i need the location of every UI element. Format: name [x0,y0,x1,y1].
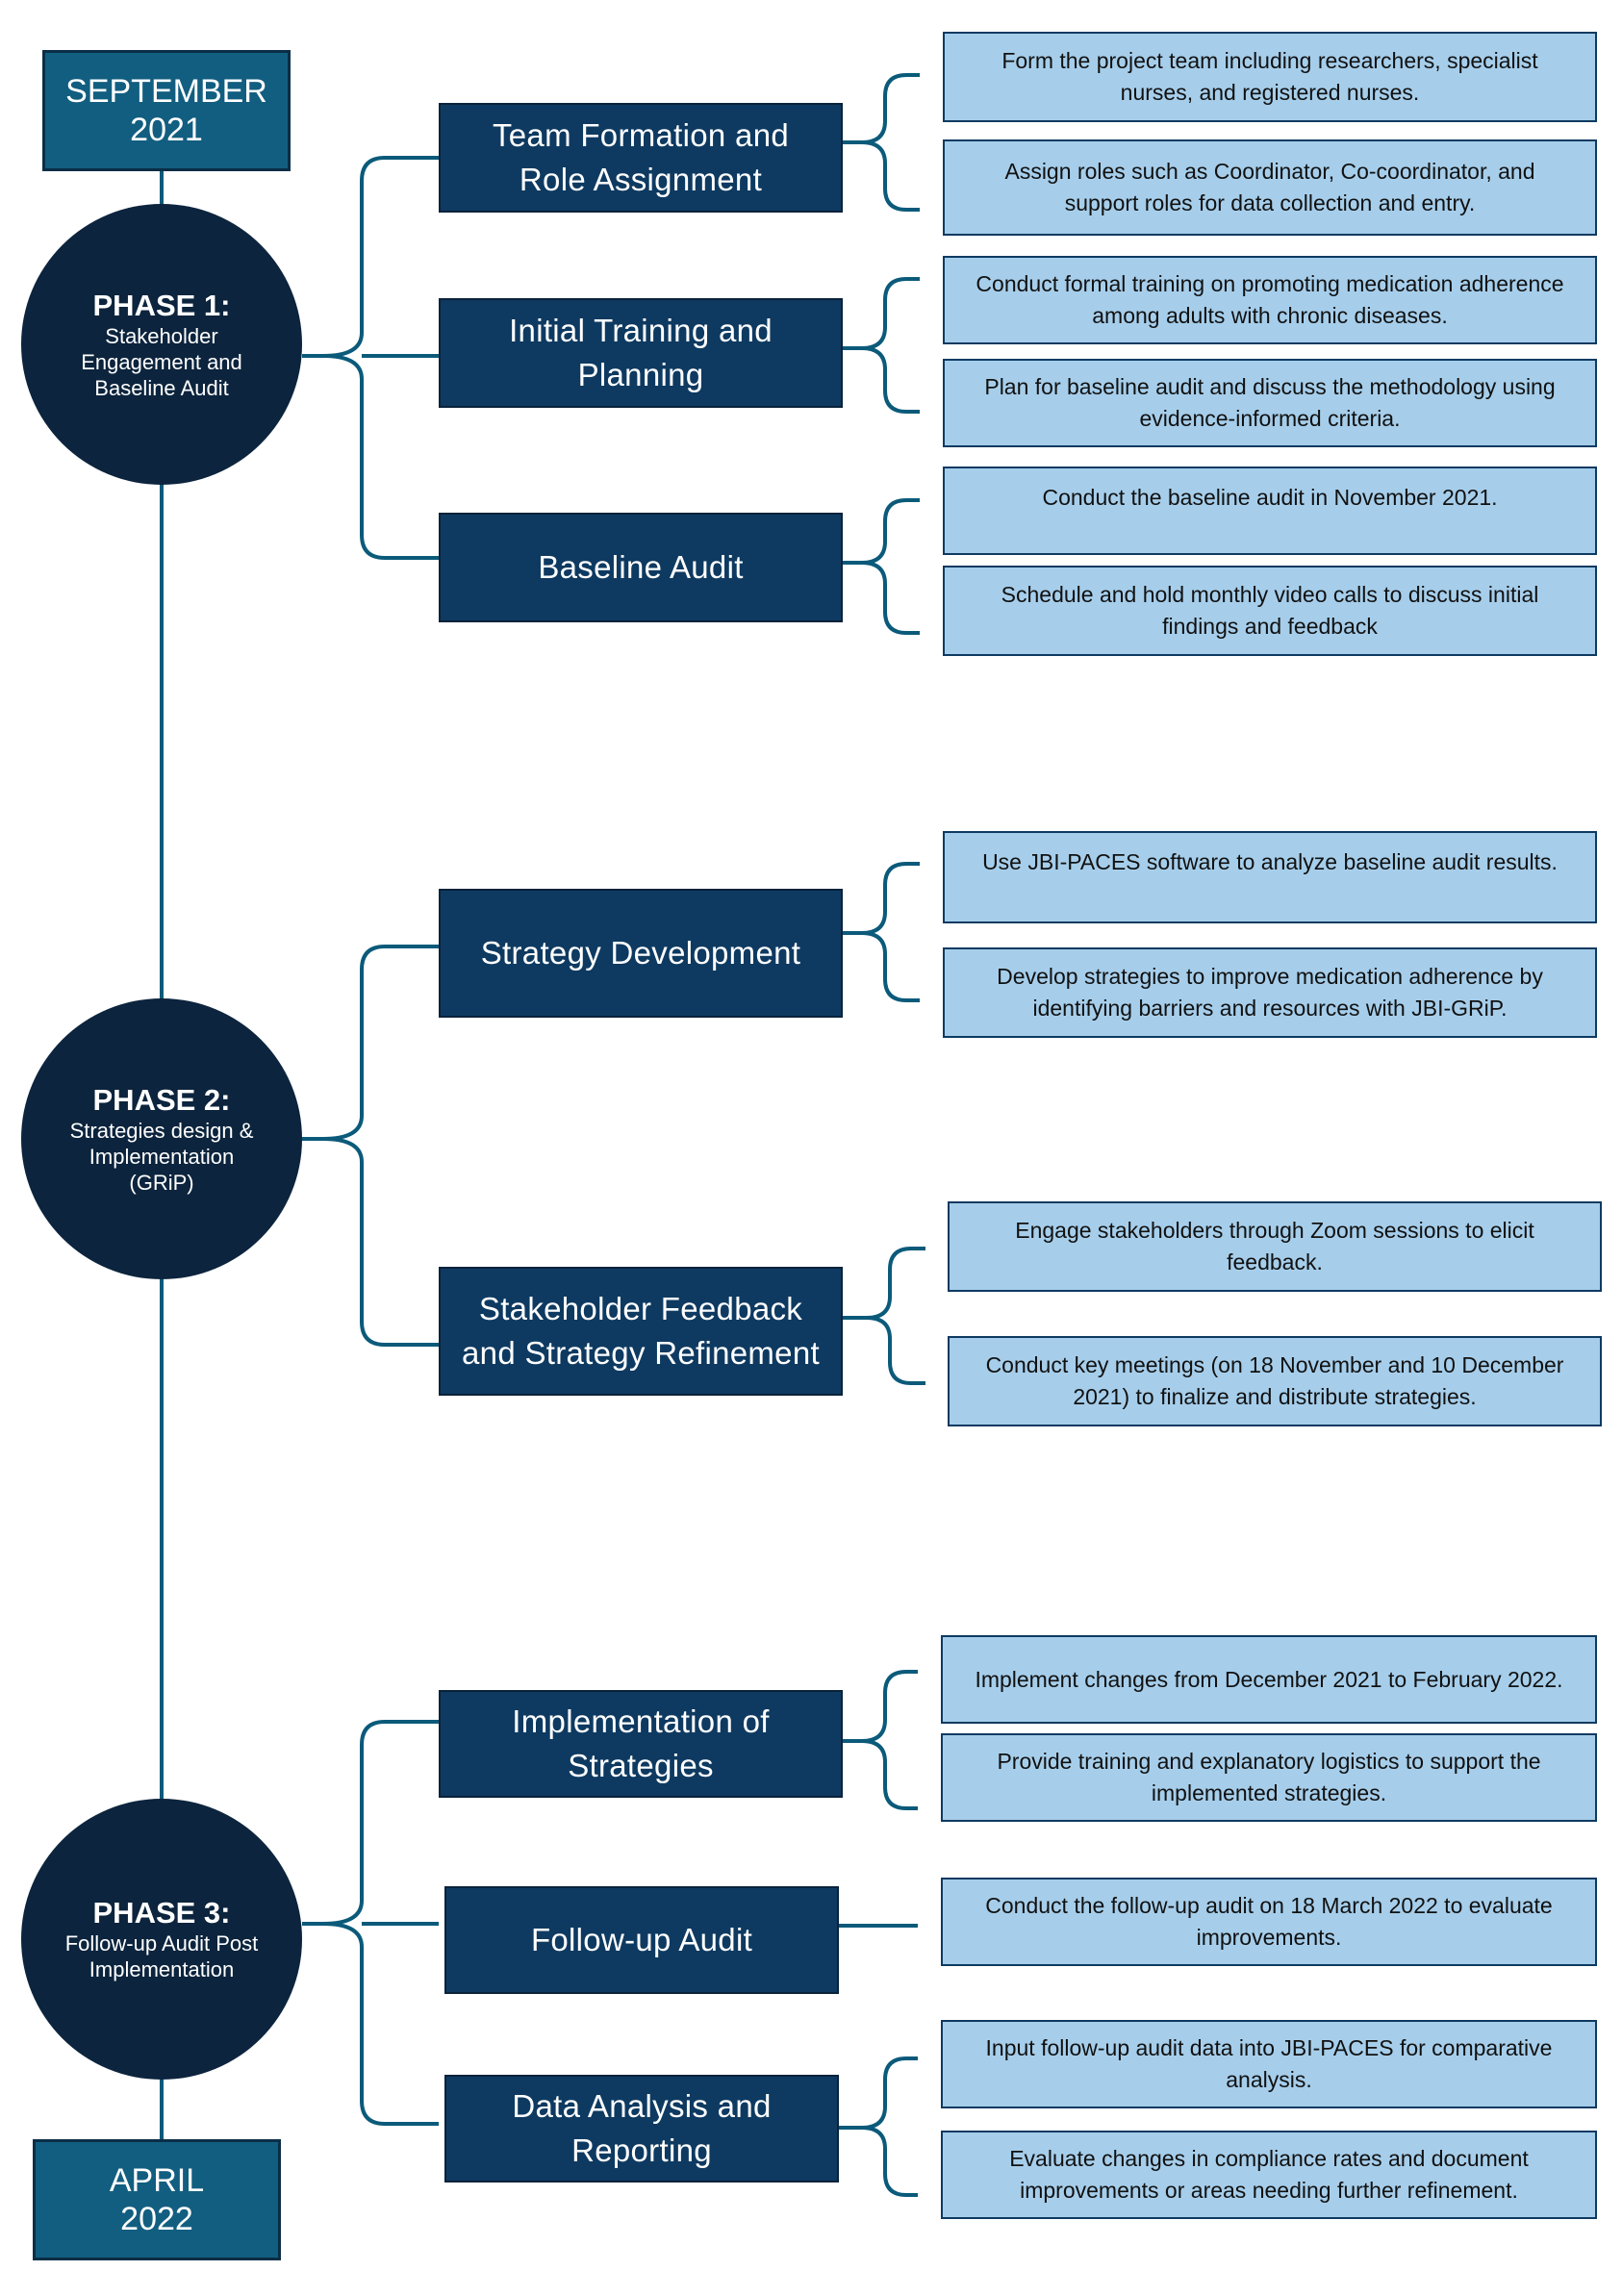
brace-stakeholder-feedback-lower [866,1316,925,1385]
task-follow-up-audit: Follow-up Audit [444,1886,839,1994]
task-implementation: Implementation of Strategies [439,1690,843,1798]
brace-stakeholder-feedback-upper [866,1247,925,1320]
brace-team-formation-lower [861,140,920,212]
phase-2-bracket-lower [322,1137,439,1347]
brace-implementation-lower [861,1739,918,1810]
detail-box: Implement changes from December 2021 to … [941,1635,1597,1724]
phase-3-subtitle: Follow-up Audit Post Implementation [64,1931,259,1981]
brace-strategy-development-lower [861,931,920,1002]
detail-box: Conduct key meetings (on 18 November and… [948,1336,1602,1426]
brace-data-analysis-lower [861,2126,918,2197]
detail-box: Assign roles such as Coordinator, Co-coo… [943,139,1597,236]
detail-box: Evaluate changes in compliance rates and… [941,2131,1597,2219]
detail-box: Conduct the baseline audit in November 2… [943,467,1597,555]
phase-3-circle: PHASE 3: Follow-up Audit Post Implementa… [21,1799,302,2080]
phase-2-title: PHASE 2: [92,1082,231,1117]
phase-2-subtitle: Strategies design & Implementation (GRiP… [69,1118,254,1195]
phase-1-title: PHASE 1: [92,288,231,322]
brace-data-analysis-upper [861,2056,918,2130]
detail-box: Plan for baseline audit and discuss the … [943,359,1597,447]
brace-team-formation-upper [861,73,920,144]
detail-box: Provide training and explanatory logisti… [941,1733,1597,1822]
task-stakeholder-feedback: Stakeholder Feedback and Strategy Refine… [439,1267,843,1396]
detail-box: Conduct formal training on promoting med… [943,256,1597,344]
detail-box: Engage stakeholders through Zoom session… [948,1201,1602,1292]
phase-2-circle: PHASE 2: Strategies design & Implementat… [21,998,302,1279]
task-team-formation: Team Formation and Role Assignment [439,103,843,213]
end-date-box: APRIL 2022 [33,2139,281,2260]
brace-baseline-audit-upper [861,498,920,565]
task-data-analysis: Data Analysis and Reporting [444,2075,839,2182]
brace-baseline-audit-lower [861,561,920,635]
start-date-box: SEPTEMBER 2021 [42,50,291,171]
detail-box: Input follow-up audit data into JBI-PACE… [941,2020,1597,2108]
detail-box: Schedule and hold monthly video calls to… [943,566,1597,656]
brace-strategy-development-upper [861,862,920,935]
detail-box: Conduct the follow-up audit on 18 March … [941,1878,1597,1966]
brace-initial-training-lower [861,346,920,414]
phase-3-bracket-lower [322,1922,439,2126]
brace-initial-training-upper [861,277,920,350]
phase-1-subtitle: Stakeholder Engagement and Baseline Audi… [81,323,242,400]
task-strategy-development: Strategy Development [439,889,843,1018]
task-initial-training: Initial Training and Planning [439,298,843,408]
task-baseline-audit: Baseline Audit [439,513,843,622]
phase-1-bracket-lower [322,354,439,560]
phase-3-title: PHASE 3: [92,1896,231,1930]
phase-2-bracket-upper [322,945,439,1141]
phase-1-circle: PHASE 1: Stakeholder Engagement and Base… [21,204,302,485]
detail-box: Use JBI-PACES software to analyze baseli… [943,831,1597,923]
detail-box: Develop strategies to improve medication… [943,947,1597,1038]
brace-implementation-upper [861,1670,918,1743]
phase-1-bracket-upper [322,156,439,358]
detail-box: Form the project team including research… [943,32,1597,122]
phase-3-bracket-upper [322,1720,439,1926]
